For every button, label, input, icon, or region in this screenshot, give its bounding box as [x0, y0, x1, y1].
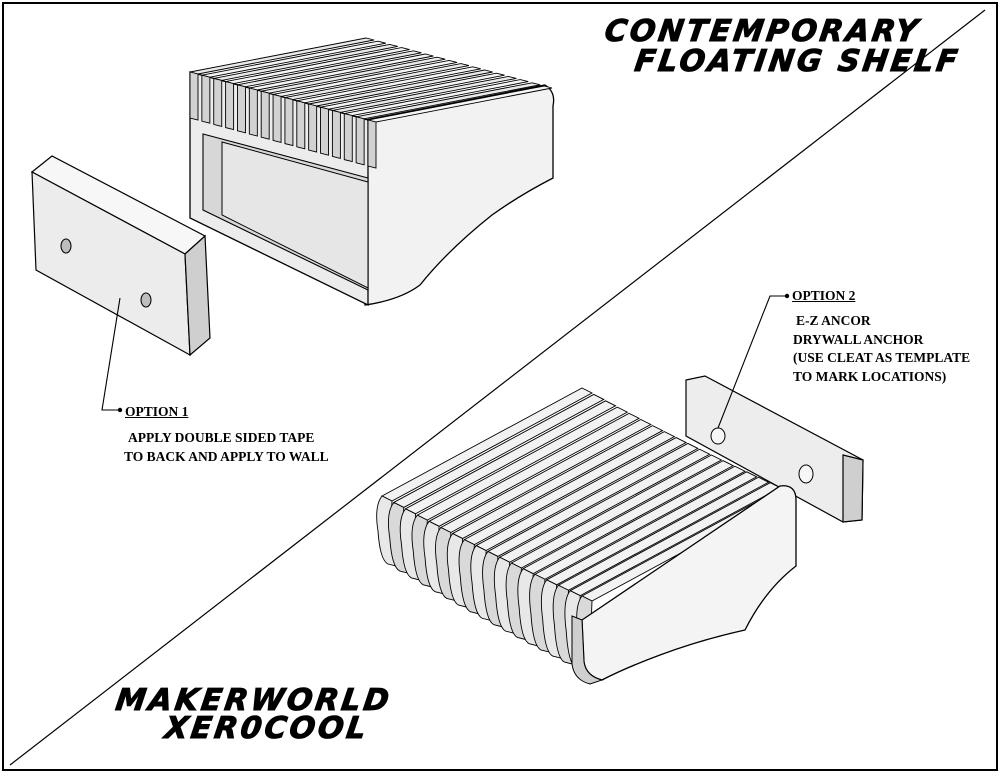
shelf-body-exploded: [189, 37, 555, 307]
shelf-fin-front: [320, 106, 329, 156]
option1-heading: OPTION 1: [125, 404, 189, 419]
shelf-fin-front: [237, 84, 246, 134]
brand-line2: XER0COOL: [162, 711, 372, 747]
option1-text-line: TO BACK AND APPLY TO WALL: [124, 449, 329, 464]
shelf-fin-front: [296, 100, 306, 150]
option2-heading: OPTION 2: [792, 288, 856, 303]
shelf-fin-front: [331, 109, 341, 159]
option2-text-line: (USE CLEAT AS TEMPLATE: [793, 350, 971, 365]
option1-text-line: APPLY DOUBLE SIDED TAPE: [128, 430, 315, 445]
drywall-anchor-hole: [710, 427, 726, 445]
shelf-fin-front: [355, 116, 365, 166]
cleat-wall-plate-edge: [842, 454, 864, 523]
shelf-fin-front: [272, 93, 282, 143]
shelf-fin-front: [248, 87, 258, 137]
shelf-fin-front: [201, 74, 211, 124]
shelf-fin-front: [308, 103, 318, 153]
shelf-fin-front: [284, 97, 294, 147]
wall-cleat-top: [30, 155, 211, 357]
shelf-top-fins: [189, 37, 553, 169]
drywall-anchor-hole: [798, 464, 814, 484]
cleat-screw-hole: [60, 238, 72, 254]
shelf-fin-front: [367, 119, 377, 169]
option2-text-line: TO MARK LOCATIONS): [793, 369, 947, 384]
shelf-fin-front: [225, 81, 235, 131]
shelf-end-panel-edge: [571, 615, 604, 685]
shelf-fin-front: [189, 71, 199, 121]
wall-cleat-mounted: [685, 375, 864, 523]
shelf-fin-front: [343, 113, 353, 163]
cleat-screw-hole: [140, 292, 152, 308]
option2-text-line: E-Z ANCOR: [796, 313, 871, 328]
diagram-title-line2: FLOATING SHELF: [632, 44, 963, 80]
shelf-fin-front: [213, 77, 223, 127]
option2-text-line: DRYWALL ANCHOR: [793, 332, 924, 347]
option2-leader-dot: [784, 293, 790, 299]
cleat-side-face: [184, 234, 211, 357]
diagonal-divider: [9, 9, 986, 766]
cleat-recess-back: [221, 141, 369, 289]
option1-leader-dot: [117, 407, 123, 413]
shelf-side-panel: [364, 84, 555, 306]
shelf-assembled-fins: [376, 387, 797, 685]
option2-leader-line: [717, 295, 786, 429]
option1-leader-line: [101, 297, 121, 411]
shelf-fin-front: [260, 90, 270, 140]
